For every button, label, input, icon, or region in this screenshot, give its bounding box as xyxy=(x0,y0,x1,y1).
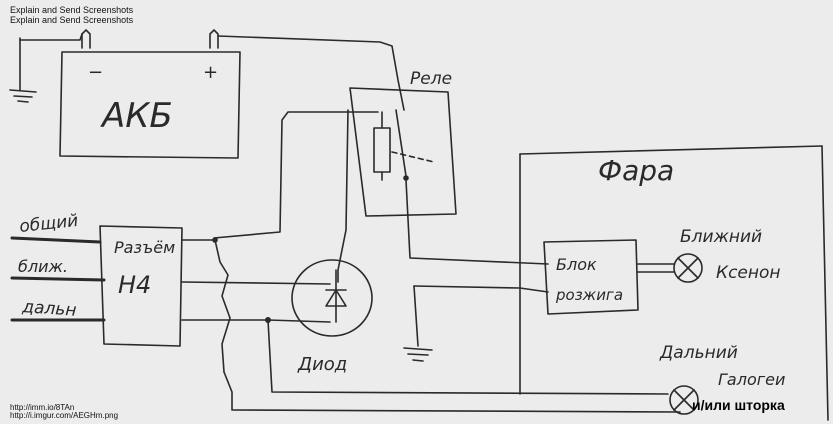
battery-label: АКБ xyxy=(100,96,173,136)
relay-contact xyxy=(391,151,435,163)
shutter-caption: и/или шторка xyxy=(692,397,785,413)
diode: Диод xyxy=(291,259,373,375)
battery-negative-terminal xyxy=(81,29,91,49)
headlight-box-right xyxy=(821,145,829,421)
relay-housing xyxy=(349,87,457,217)
watermark-header: Explain and Send Screenshots Explain and… xyxy=(10,5,133,25)
source-url-1[interactable]: http://imm.io/8TAn xyxy=(10,403,75,412)
battery-body xyxy=(59,51,241,159)
battery-ground-symbol xyxy=(9,37,37,103)
xenon-label: Ксенон xyxy=(716,263,781,283)
diode-label: Диод xyxy=(297,354,347,375)
source-urls: http://imm.io/8TAn http://i.imgur.com/AE… xyxy=(10,404,118,420)
headlight-box-top xyxy=(519,145,823,155)
low-beam-label: Ближний xyxy=(680,227,762,247)
wire-battery-plus-to-relay xyxy=(217,35,405,111)
input-label-high: дальн xyxy=(21,297,77,321)
connector-h4: Разъём Н4 xyxy=(99,225,183,347)
relay-ground-symbol xyxy=(403,285,433,362)
ballast-body xyxy=(543,239,639,315)
relay: Реле xyxy=(349,69,457,217)
wire-common-squiggle xyxy=(214,239,231,373)
relay-coil xyxy=(373,127,391,173)
wire-low-to-diode xyxy=(181,281,331,285)
wire-input-low xyxy=(10,276,106,282)
source-url-2[interactable]: http://i.imgur.com/AEGHm.png xyxy=(10,411,119,420)
halogen-label: Галогеи xyxy=(718,370,785,389)
relay-label: Реле xyxy=(410,69,452,89)
wire-common-to-halogen xyxy=(223,371,681,413)
high-beam-label: Дальний xyxy=(659,343,738,363)
watermark-line-2: Explain and Send Screenshots xyxy=(10,15,134,25)
ballast-label-line1: Блок xyxy=(556,255,597,274)
wire-relay-coil-to-connector xyxy=(213,111,379,239)
diode-circle xyxy=(291,259,373,337)
wire-high-to-diode xyxy=(181,319,331,323)
input-label-low: ближ. xyxy=(18,257,68,276)
wire-high-to-halogen xyxy=(267,319,669,395)
battery: − + АКБ xyxy=(59,29,241,159)
watermark-line-1: Explain and Send Screenshots xyxy=(10,5,134,15)
wire-input-common xyxy=(10,236,102,244)
connector-label-line1: Разъём xyxy=(114,238,175,257)
ballast-label-line2: розжига xyxy=(555,286,623,304)
wire-battery-to-ground xyxy=(19,33,83,41)
xenon-lamp xyxy=(673,253,703,283)
connector-body xyxy=(99,225,183,347)
battery-plus-sign: + xyxy=(203,62,218,83)
wire-relay-to-diode-top xyxy=(337,109,349,283)
battery-minus-sign: − xyxy=(88,62,103,83)
battery-positive-terminal xyxy=(209,29,219,49)
connector-label-line2: Н4 xyxy=(118,271,151,299)
ballast: Блок розжига xyxy=(543,239,639,315)
wire-ground-to-ballast xyxy=(413,285,549,293)
input-label-common: общий xyxy=(18,211,79,237)
wire-relay-to-ballast xyxy=(405,179,549,265)
headlight-label: Фара xyxy=(598,154,674,187)
halogen-lamp xyxy=(669,385,699,415)
